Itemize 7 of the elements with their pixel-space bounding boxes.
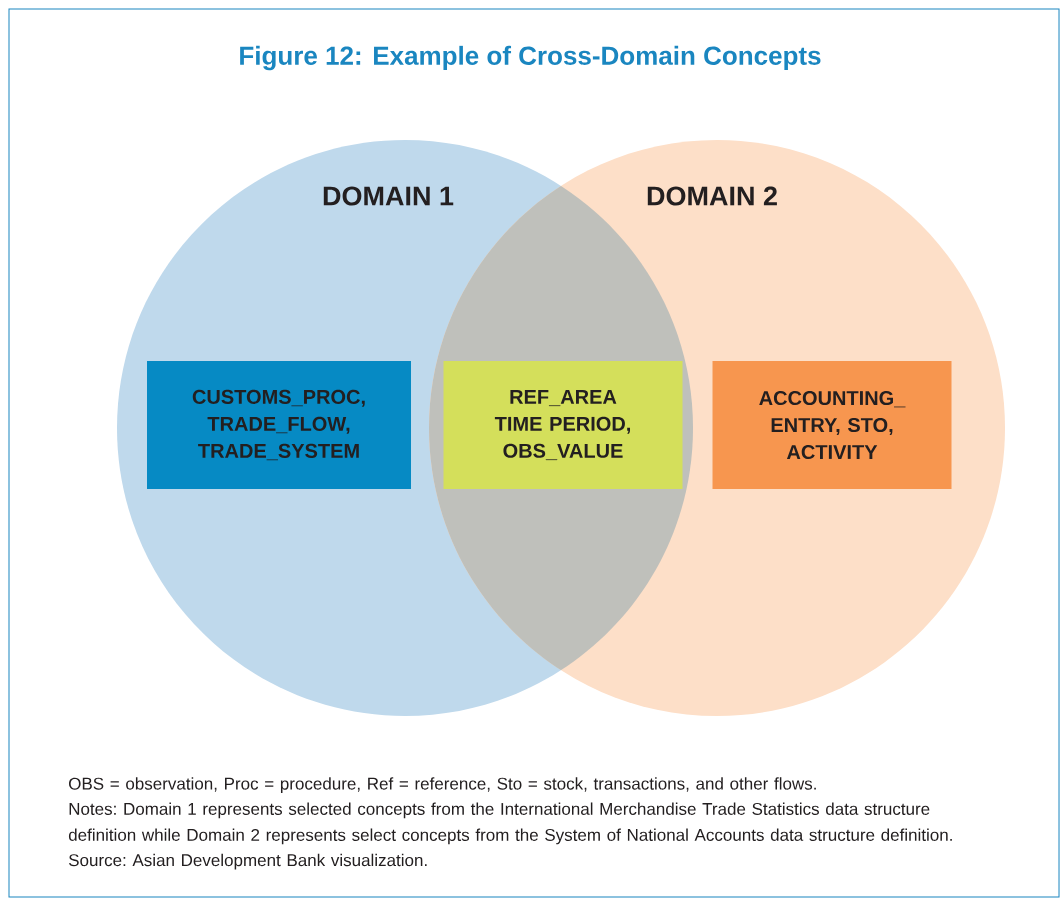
note-text: Source: Asian Development Bank visualization. [68,853,427,870]
note-text: OBS = observation, Proc = procedure, Ref = reference, Sto = stock, transactions, and other flows. [69,777,816,794]
title: Figure 12: Example of Cross-Domain Concepts [240,45,821,71]
note-text: Notes: Domain 1 represents selected concepts from the International Merchandise Trade Statistics data structure definition while Domain 2 represents select concepts from the System of National Accounts data structure definition. [68,802,952,845]
concept-box: CUSTOMS_PROC, TRADE_FLOW, TRADE_SYSTEM [147,361,411,489]
concept-box: ACCOUNTING_ ENTRY, STO, ACTIVITY [712,361,952,489]
concept-box: REF_AREA TIME PERIOD, OBS_VALUE [443,361,683,489]
